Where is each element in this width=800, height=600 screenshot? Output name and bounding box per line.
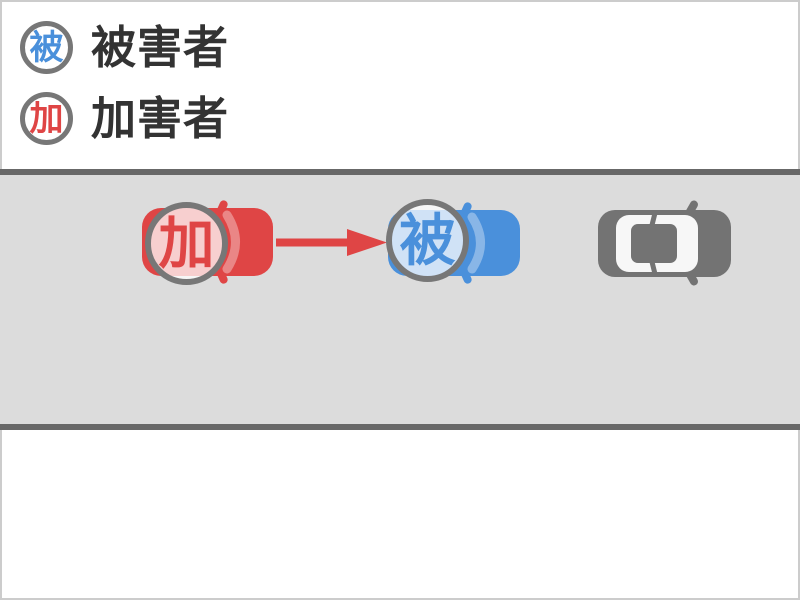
other-car-icon	[598, 200, 731, 286]
legend-perpetrator-label: 加害者	[91, 93, 230, 144]
perpetrator-car-badge: 加	[145, 202, 228, 285]
legend-victim-label: 被害者	[91, 22, 230, 73]
victim-badge-icon: 被	[20, 21, 73, 74]
victim-car-badge-char: 被	[399, 208, 456, 272]
legend-victim-row: 被 被害者	[20, 21, 229, 74]
perpetrator-badge-icon: 加	[20, 92, 73, 145]
legend-perpetrator-row: 加 加害者	[20, 92, 229, 145]
victim-car-badge: 被	[386, 199, 469, 282]
victim-badge-char: 被	[29, 28, 64, 67]
perpetrator-car-badge-char: 加	[158, 211, 215, 275]
collision-arrow-icon	[276, 229, 387, 256]
perpetrator-badge-char: 加	[29, 99, 64, 138]
